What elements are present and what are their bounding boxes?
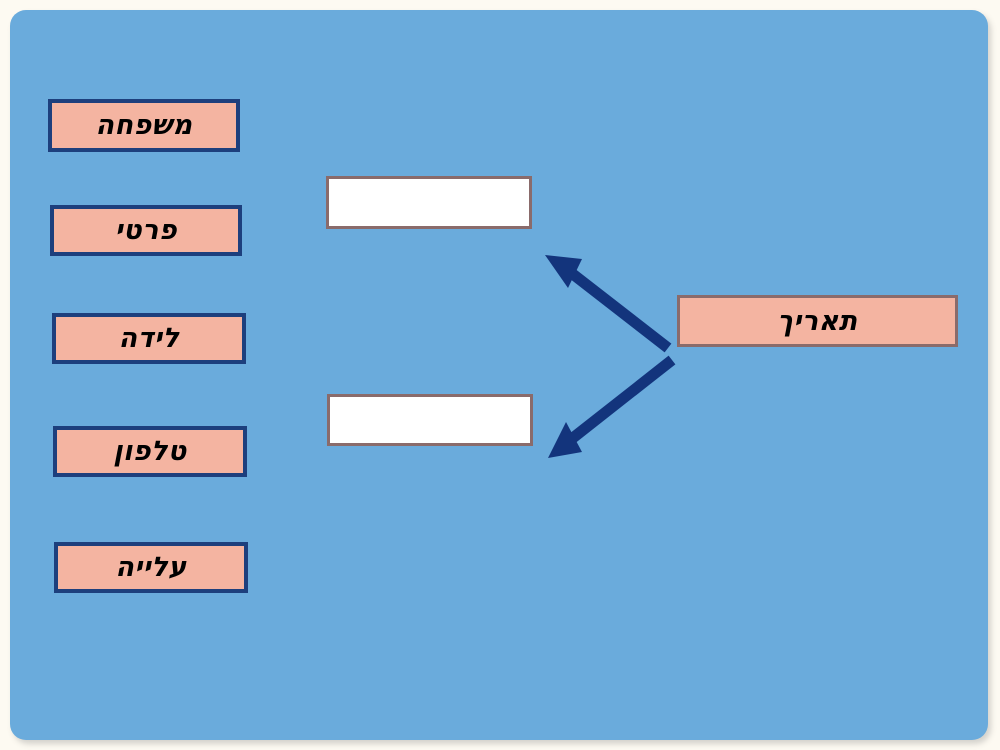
term-box-leida[interactable]: לידה [52, 313, 246, 364]
answer-box-top[interactable] [326, 176, 532, 229]
term-label: תאריך [777, 305, 858, 337]
answer-box-bottom[interactable] [327, 394, 533, 446]
term-label: לידה [118, 323, 180, 354]
term-box-taarich[interactable]: תאריך [677, 295, 958, 347]
term-label: משפחה [95, 110, 193, 141]
term-label: עלייה [115, 552, 187, 583]
term-box-mishpacha[interactable]: משפחה [48, 99, 240, 152]
term-box-telefon[interactable]: טלפון [53, 426, 247, 477]
term-label: פרטי [114, 215, 178, 246]
term-label: טלפון [113, 436, 187, 467]
term-box-prati[interactable]: פרטי [50, 205, 242, 256]
term-box-aliya[interactable]: עלייה [54, 542, 248, 593]
